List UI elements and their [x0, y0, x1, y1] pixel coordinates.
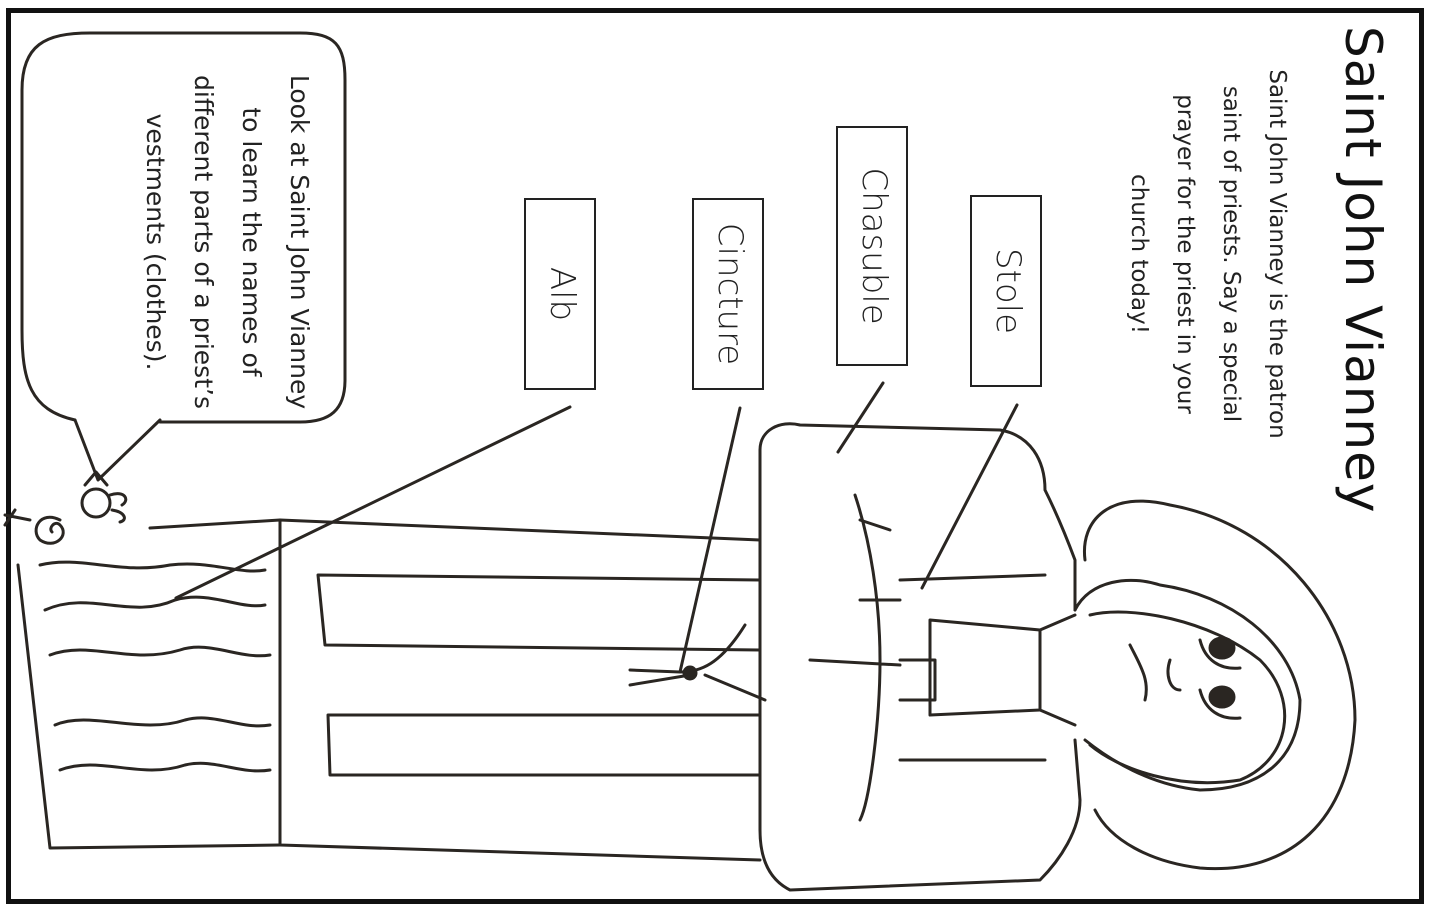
halo	[1084, 501, 1355, 869]
page-title: Saint John Vianney	[1334, 26, 1392, 513]
alb-leader	[176, 407, 570, 598]
collar	[930, 620, 1040, 715]
chasuble	[760, 424, 1080, 890]
stole-leader	[922, 405, 1017, 588]
face-outline	[1090, 612, 1285, 783]
label-cincture-text: Cincture	[710, 198, 750, 390]
right-eye	[1210, 687, 1234, 707]
label-chasuble: Chasuble	[836, 126, 908, 366]
alb-top	[280, 520, 760, 860]
speech-bubble-text: Look at Saint John Vianney to learn the …	[131, 72, 323, 412]
mouth	[1130, 645, 1146, 700]
bubble-tail	[75, 420, 160, 480]
doodle-tail	[5, 510, 30, 525]
label-alb: Alb	[524, 198, 596, 390]
arm-sleeve	[810, 495, 900, 820]
stole-band	[900, 575, 1045, 760]
neck	[1040, 615, 1075, 725]
label-chasuble-text: Chasuble	[854, 126, 894, 366]
alb-wave-5	[60, 763, 270, 771]
label-stole: Stole	[970, 195, 1042, 387]
label-cincture: Cincture	[692, 198, 764, 390]
nose	[1168, 660, 1180, 690]
label-alb-text: Alb	[542, 198, 582, 390]
label-stole-text: Stole	[988, 195, 1028, 387]
alb-panel-2	[328, 715, 760, 775]
intro-text: Saint John Vianney is the patron saint o…	[1116, 64, 1300, 444]
doodle-flower	[82, 489, 110, 517]
alb-wave-4	[55, 718, 270, 726]
cincture-cord	[630, 625, 765, 700]
left-eye	[1210, 638, 1234, 658]
alb-wave-2	[45, 597, 265, 610]
alb-wave-3	[50, 647, 270, 656]
cincture-knot	[684, 667, 696, 679]
chasuble-leader	[838, 383, 883, 452]
doodle-snail	[36, 517, 63, 543]
